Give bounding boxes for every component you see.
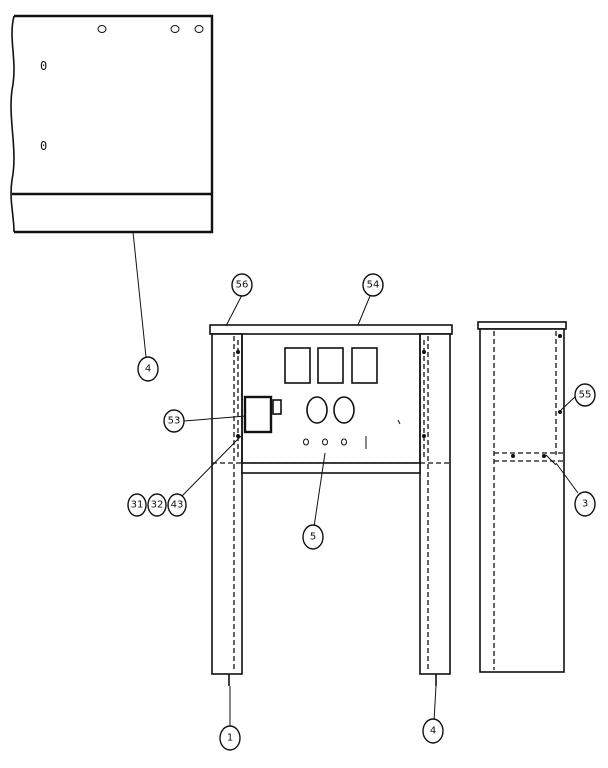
left-leg xyxy=(211,333,243,675)
side-frame-assembly xyxy=(477,321,567,673)
side-panel xyxy=(479,328,565,673)
svg-text:31: 31 xyxy=(131,500,144,511)
small-hole xyxy=(322,438,328,446)
svg-text:32: 32 xyxy=(151,500,164,511)
callout-4-top: 4 xyxy=(137,356,159,382)
fastener xyxy=(236,434,240,438)
panel-mark-lower: 0 xyxy=(40,139,47,153)
svg-text:4: 4 xyxy=(145,364,151,375)
panel-hole xyxy=(194,25,204,33)
callout-3: 3 xyxy=(574,491,596,517)
svg-text:56: 56 xyxy=(236,280,249,291)
svg-text:54: 54 xyxy=(367,280,380,291)
fastener xyxy=(558,410,562,414)
detached-side-panel: 0 0 xyxy=(10,14,214,234)
svg-text:4: 4 xyxy=(430,726,436,737)
front-frame-assembly xyxy=(209,324,453,686)
cross-brace xyxy=(241,462,421,474)
round-opening xyxy=(333,396,355,424)
callout-53: 53 xyxy=(163,409,185,433)
callout-43: 43 xyxy=(167,493,187,517)
svg-text:43: 43 xyxy=(171,500,184,511)
panel-mark-upper: 0 xyxy=(40,59,47,73)
round-opening xyxy=(306,396,328,424)
panel-hole xyxy=(97,25,107,33)
svg-text:53: 53 xyxy=(168,416,181,427)
side-top-rail xyxy=(477,321,567,330)
callout-55: 55 xyxy=(574,383,596,407)
fastener xyxy=(422,350,426,354)
panel-opening xyxy=(351,347,378,384)
svg-text:55: 55 xyxy=(579,390,592,401)
fastener xyxy=(511,454,515,458)
top-rail xyxy=(209,324,453,335)
leader-lines xyxy=(181,294,579,726)
right-leg xyxy=(419,333,451,675)
svg-text:5: 5 xyxy=(310,532,316,543)
callout-5: 5 xyxy=(302,524,324,550)
switch-box xyxy=(243,395,273,434)
small-hole xyxy=(303,438,309,446)
callout-31: 31 xyxy=(127,493,147,517)
callout-1: 1 xyxy=(219,725,241,751)
fastener xyxy=(542,454,546,458)
panel-opening xyxy=(284,347,311,384)
callout-54: 54 xyxy=(362,273,384,297)
panel-hole xyxy=(170,25,180,33)
callout-4-bottom: 4 xyxy=(422,718,444,744)
leader-line xyxy=(132,231,147,358)
panel-opening xyxy=(317,347,344,384)
fastener xyxy=(422,434,426,438)
callout-32: 32 xyxy=(147,493,167,517)
fastener xyxy=(236,350,240,354)
small-hole xyxy=(341,438,347,446)
svg-text:3: 3 xyxy=(582,499,588,510)
svg-text:1: 1 xyxy=(227,733,233,744)
fastener xyxy=(558,334,562,338)
callout-56: 56 xyxy=(231,273,253,297)
